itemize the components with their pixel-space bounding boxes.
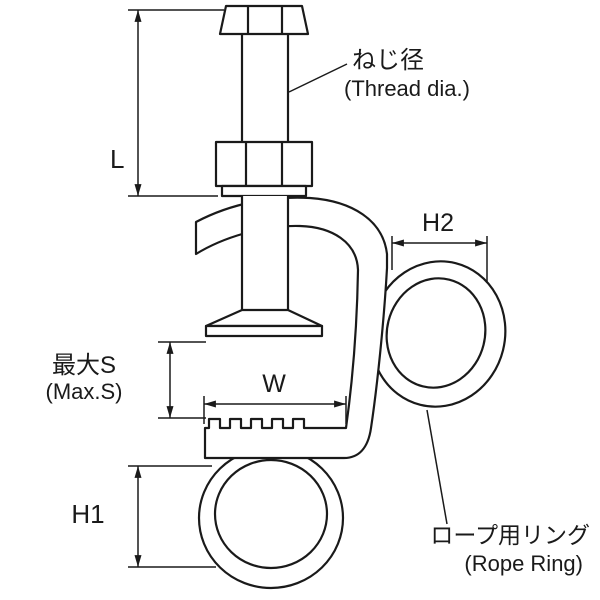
hex-bolt-head-icon: [218, 4, 310, 36]
clamp-body: [194, 196, 389, 460]
label-dim-h2: H2: [422, 209, 454, 237]
hex-nut: [214, 140, 314, 188]
label-rope-ring-en: (Rope Ring): [464, 551, 583, 576]
dimension-H2: H2: [391, 209, 488, 283]
dimension-W: W: [203, 370, 347, 424]
label-dim-h1: H1: [71, 499, 104, 529]
label-max-s-jp: 最大S: [52, 352, 116, 379]
label-rope-ring-jp: ロープ用リング: [430, 522, 590, 548]
swivel-pad: [204, 308, 324, 338]
dimension-H1: H1: [71, 465, 216, 568]
label-thread-dia-jp: ねじ径: [352, 47, 424, 74]
dimension-max-s: 最大S (Max.S): [46, 341, 206, 419]
label-thread-dia-en: (Thread dia.): [344, 76, 470, 101]
label-dim-l: L: [110, 144, 124, 174]
bolt-shaft-lower: [240, 196, 290, 312]
rope-ring-loop: [369, 260, 507, 408]
label-max-s-en: (Max.S): [46, 379, 123, 404]
label-dim-w: W: [262, 370, 286, 398]
bottom-ring-loop: [197, 446, 345, 590]
washer: [220, 184, 308, 198]
thread-dia-callout: ねじ径 (Thread dia.): [288, 47, 470, 101]
bolt-shaft-upper: [240, 34, 290, 142]
dimension-L: L: [110, 9, 224, 197]
clamp-screw: [204, 4, 324, 338]
rope-ring-callout: ロープ用リング (Rope Ring): [426, 409, 590, 576]
